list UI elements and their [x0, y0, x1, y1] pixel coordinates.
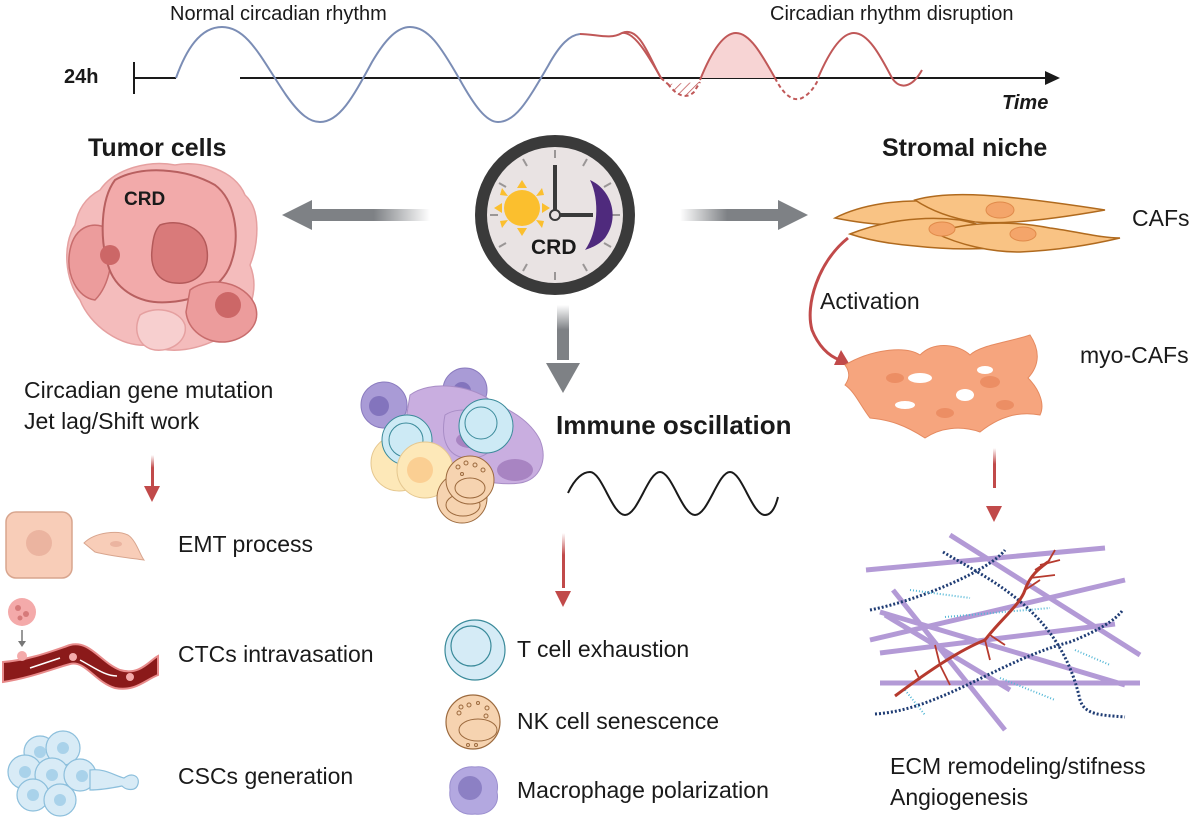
cafs-icon [832, 193, 1121, 253]
immune-outcome-nk: NK cell senescence [517, 708, 719, 734]
immune-outcome-macrophage: Macrophage polarization [517, 777, 769, 803]
tumor-cause-1: Jet lag/Shift work [24, 408, 200, 434]
tumor-cell-cluster-icon [66, 162, 258, 351]
crd-clock-icon [475, 135, 635, 295]
tumor-outcome-ctcs: CTCs intravasation [178, 641, 374, 667]
cafs-label: CAFs [1132, 205, 1190, 231]
arrow-to-stroma [680, 200, 808, 230]
disruption-label: Circadian rhythm disruption [770, 3, 1014, 25]
clock-ticks [490, 150, 620, 280]
tumor-outcome-emt: EMT process [178, 531, 314, 557]
blood-vessel-icon [2, 598, 159, 690]
myo-cafs-label: myo-CAFs [1080, 342, 1189, 368]
clock-label: CRD [531, 236, 577, 259]
tumor-cell-label: CRD [124, 189, 166, 210]
dashed-trough [774, 77, 819, 101]
hatched-trough [660, 77, 701, 97]
immune-oscillation-wave [567, 470, 779, 517]
stromal-outcome-angiogenesis: Angiogenesis [890, 784, 1029, 810]
emt-cells-icon [5, 511, 146, 579]
time-axis-label: Time [1002, 92, 1049, 114]
nk-cell-icon [445, 694, 501, 750]
normal-rhythm-label: Normal circadian rhythm [170, 3, 387, 25]
ecm-network-icon [865, 532, 1142, 732]
tumor-cause-0: Circadian gene mutation [24, 377, 274, 403]
stem-cell-cluster-icon [7, 730, 139, 817]
period-label: 24h [64, 66, 99, 88]
arrow-to-tumor [282, 200, 430, 230]
immune-title: Immune oscillation [556, 410, 792, 440]
activation-label: Activation [820, 288, 920, 314]
stromal-outcome-ecm: ECM remodeling/stifness [890, 753, 1146, 779]
sun-icon [494, 180, 550, 236]
immune-outcome-tcell: T cell exhaustion [517, 636, 690, 662]
activation-arrow [808, 236, 849, 362]
immune-cell-cluster-icon [360, 367, 544, 524]
normal-rhythm-wave [175, 25, 581, 124]
tumor-title: Tumor cells [88, 134, 227, 162]
red-arrow-immune [555, 533, 571, 607]
stromal-title: Stromal niche [882, 134, 1048, 162]
moon-icon [585, 180, 613, 250]
t-cell-icon [444, 619, 506, 681]
timeline [133, 25, 1060, 124]
myo-cafs-icon [844, 334, 1043, 439]
arrow-to-immune [546, 305, 580, 393]
red-arrow-tumor [144, 455, 160, 502]
tumor-outcome-cscs: CSCs generation [178, 763, 354, 789]
time-axis-arrowhead [1045, 71, 1060, 85]
angiogenesis-vessel [894, 560, 1049, 698]
disruption-wave [579, 30, 662, 79]
activation-arrowhead [834, 350, 850, 365]
red-arrow-stroma [986, 448, 1002, 522]
macrophage-icon [449, 766, 499, 815]
